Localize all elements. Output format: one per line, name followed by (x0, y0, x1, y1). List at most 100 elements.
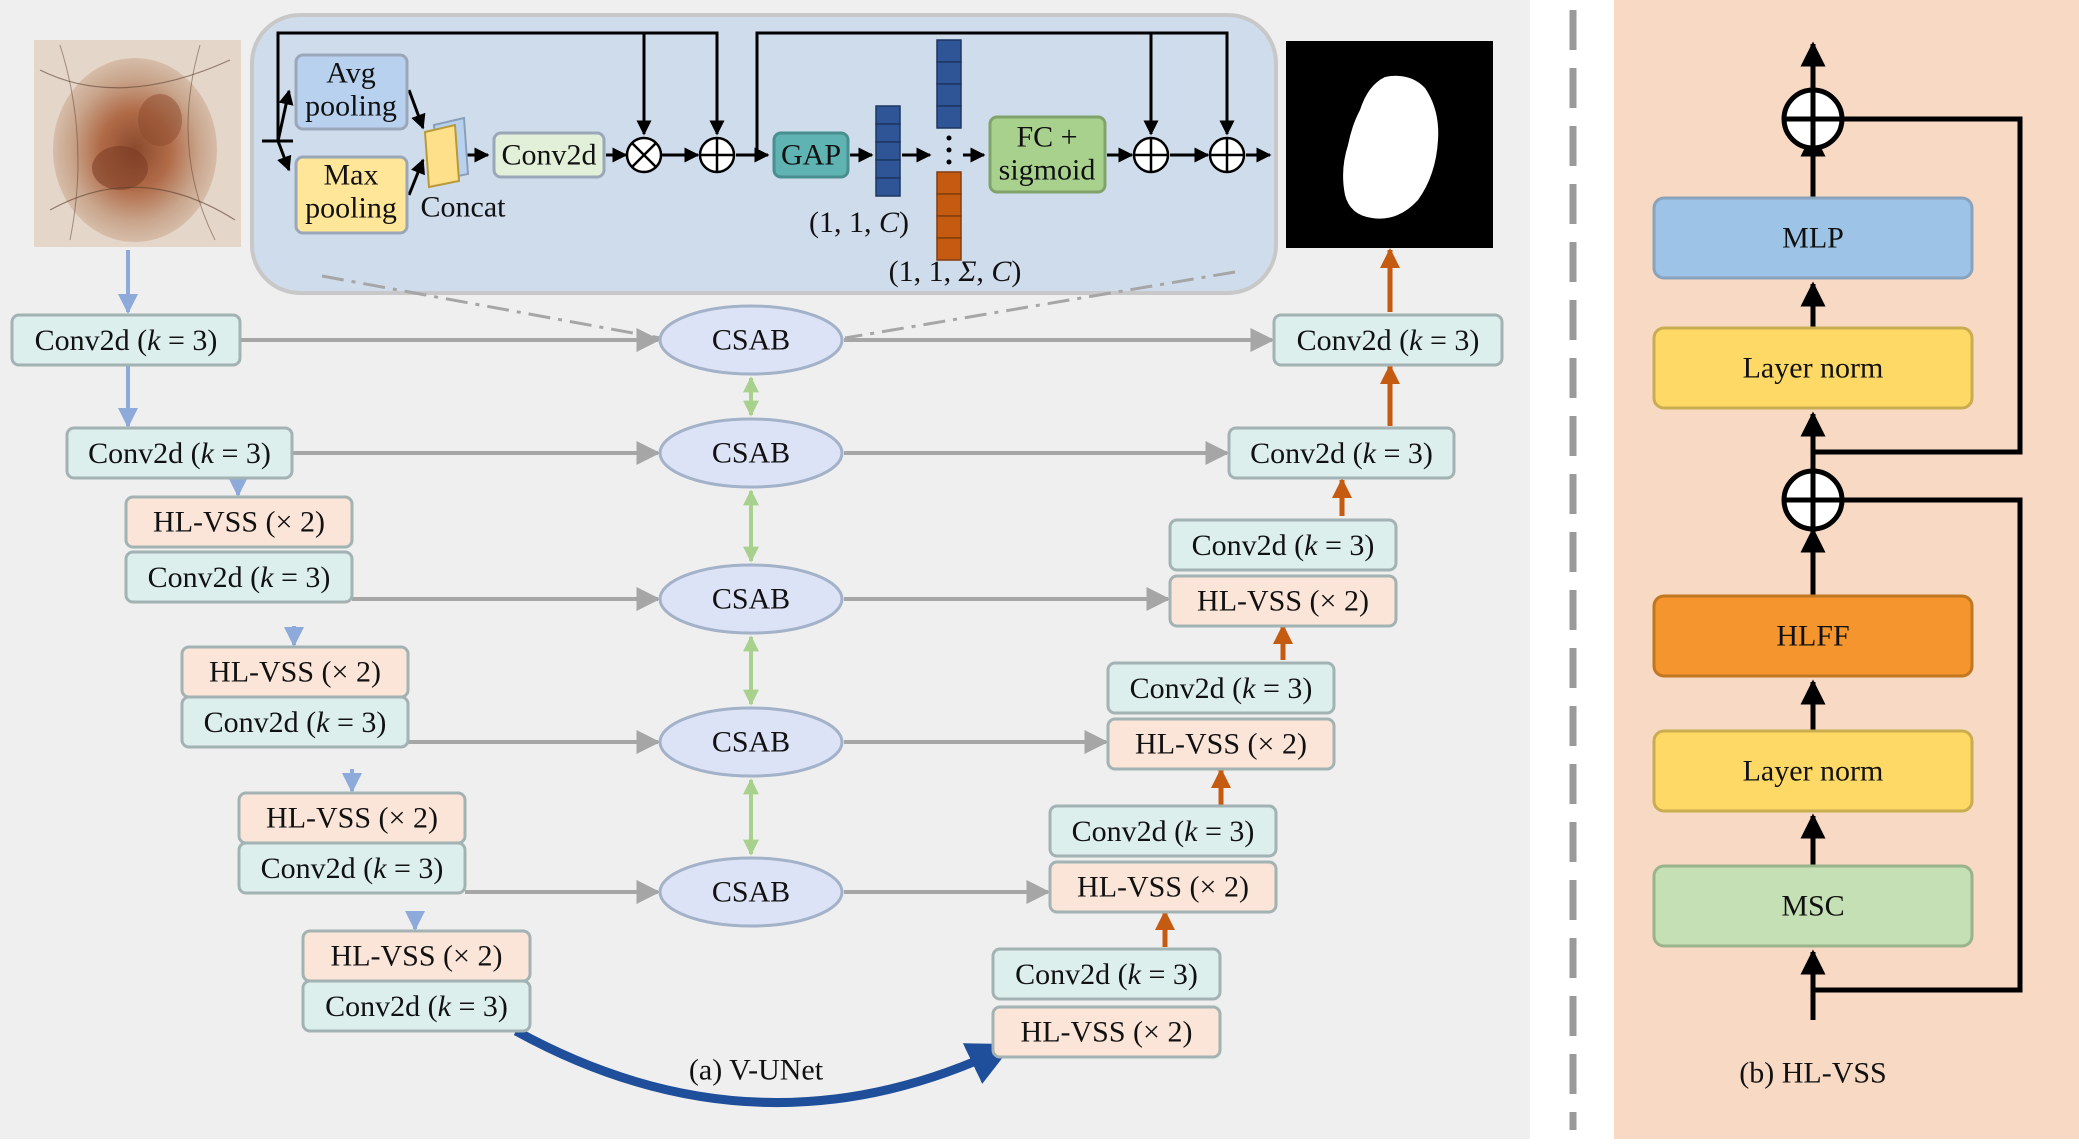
encoder-conv-label-2: Conv2d (k = 3) (88, 437, 271, 470)
hlvss-block-3 (1652, 594, 1974, 678)
decoder-conv-3 (1168, 518, 1398, 572)
decoder-conv-label-5: Conv2d (k = 3) (1072, 815, 1255, 848)
gap-vector-cell (875, 141, 901, 161)
fc-sigmoid-label-2: sigmoid (999, 154, 1096, 187)
gap-vector-cell (875, 177, 901, 197)
decoder-hlvss-label-5: HL-VSS (× 2) (1077, 871, 1249, 904)
encoder-conv-label-5: Conv2d (k = 3) (261, 852, 444, 885)
decoder-hlvss-label-4: HL-VSS (× 2) (1135, 728, 1307, 761)
detail-to-max (276, 140, 292, 172)
csab-node-1 (658, 304, 844, 376)
encoder-hlvss-label-5: HL-VSS (× 2) (266, 802, 438, 835)
encoder-conv-2 (65, 426, 294, 480)
encoder-conv-5 (237, 841, 467, 895)
gap-label: GAP (781, 139, 841, 172)
max-pooling-label-1: Max (324, 159, 379, 192)
csab-node-4 (658, 706, 844, 778)
gap-shape-label: (1, 1, C) (809, 206, 909, 239)
decoder-hlvss-3 (1168, 574, 1398, 628)
csab-label-3: CSAB (712, 583, 790, 616)
hlvss-block-label-4: Layer norm (1743, 755, 1884, 788)
fc-sigmoid-box (988, 115, 1107, 194)
stack-ellipsis-dot (946, 159, 952, 165)
hlvss-block-5 (1652, 864, 1974, 948)
decoder-hlvss-label-6: HL-VSS (× 2) (1021, 1016, 1193, 1049)
avg-pooling-label-2: pooling (305, 90, 397, 123)
gap-vector-cell (875, 159, 901, 179)
encoder-conv-label-1: Conv2d (k = 3) (35, 324, 218, 357)
fc-sigmoid-label-1: FC + (1016, 121, 1077, 154)
csab-node-2 (658, 417, 844, 489)
bypass-to-add3 (1151, 31, 1235, 136)
concat-label: Concat (421, 191, 507, 224)
hlvss-block-2 (1652, 326, 1974, 410)
hlvss-residual-1 (1813, 497, 2023, 993)
encoder-conv-1 (10, 313, 242, 367)
bypass-to-add (644, 31, 725, 136)
stack-ellipsis-dot (946, 135, 952, 141)
max-to-concat (407, 158, 425, 196)
concat-slab-front (423, 123, 461, 189)
decoder-conv-4 (1106, 661, 1336, 715)
csab-node-3 (658, 563, 844, 635)
encoder-hlvss-label-4: HL-VSS (× 2) (209, 656, 381, 689)
avg-pooling-box (294, 53, 409, 131)
encoder-hlvss-label-3: HL-VSS (× 2) (153, 506, 325, 539)
decoder-hlvss-4 (1106, 717, 1336, 771)
bypass-gap-to-add2 (755, 31, 1159, 155)
panel-b-caption: (b) HL-VSS (1739, 1057, 1887, 1090)
hlvss-residual-2 (1813, 116, 2023, 455)
avg-pooling-label-1: Avg (326, 57, 375, 90)
csab-label-2: CSAB (712, 437, 790, 470)
encoder-hlvss-3 (124, 495, 354, 549)
stack-orange-cell (936, 193, 962, 217)
encoder-conv-6 (301, 979, 532, 1033)
decoder-conv-label-3: Conv2d (k = 3) (1192, 529, 1375, 562)
detail-callout-left (321, 274, 661, 340)
stack-blue-cell (936, 61, 962, 85)
stack-blue-cell (936, 39, 962, 63)
gap-box (772, 131, 850, 179)
stack-blue-cell (936, 83, 962, 107)
bypass-to-mul (276, 31, 652, 141)
decoder-conv-6 (991, 947, 1222, 1001)
decoder-hlvss-label-3: HL-VSS (× 2) (1197, 585, 1369, 618)
decoder-conv-label-6: Conv2d (k = 3) (1015, 958, 1198, 991)
stack-orange-cell (936, 237, 962, 261)
gap-vector-cell (875, 105, 901, 125)
csab-label-4: CSAB (712, 726, 790, 759)
hlvss-block-label-2: Layer norm (1743, 352, 1884, 385)
max-pooling-box (294, 155, 409, 235)
csab-node-5 (658, 856, 844, 928)
decoder-conv-2 (1227, 426, 1456, 480)
decoder-conv-label-1: Conv2d (k = 3) (1297, 324, 1480, 357)
encoder-hlvss-label-6: HL-VSS (× 2) (331, 940, 503, 973)
hlvss-block-4 (1652, 729, 1974, 813)
avg-to-concat (407, 89, 426, 130)
csab-label-1: CSAB (712, 324, 790, 357)
decoder-conv-label-4: Conv2d (k = 3) (1130, 672, 1313, 705)
detail-conv2d-label: Conv2d (501, 139, 596, 172)
decoder-conv-5 (1048, 804, 1278, 858)
bottleneck-arrow (513, 1027, 1014, 1108)
output-mask (1286, 41, 1493, 248)
csab-label-5: CSAB (712, 876, 790, 909)
encoder-conv-label-3: Conv2d (k = 3) (148, 561, 331, 594)
max-pooling-label-2: pooling (305, 192, 397, 225)
gap-vector-cell (875, 123, 901, 143)
input-image (34, 40, 241, 247)
detail-to-avg (276, 89, 294, 142)
encoder-conv-3 (124, 550, 354, 604)
panel-b-background (1614, 0, 2079, 1139)
stack-orange-cell (936, 215, 962, 239)
stack-orange-cell (936, 171, 962, 195)
encoder-conv-label-6: Conv2d (k = 3) (325, 990, 508, 1023)
stack-shape-label: (1, 1, Σ, C) (889, 255, 1022, 288)
encoder-conv-label-4: Conv2d (k = 3) (204, 706, 387, 739)
decoder-hlvss-5 (1048, 860, 1278, 914)
decoder-conv-1 (1272, 313, 1504, 367)
hlvss-block-label-5: MSC (1781, 890, 1844, 923)
encoder-conv-4 (180, 695, 410, 749)
hlvss-block-label-3: HLFF (1776, 620, 1849, 653)
hlvss-block-label-1: MLP (1782, 222, 1844, 255)
